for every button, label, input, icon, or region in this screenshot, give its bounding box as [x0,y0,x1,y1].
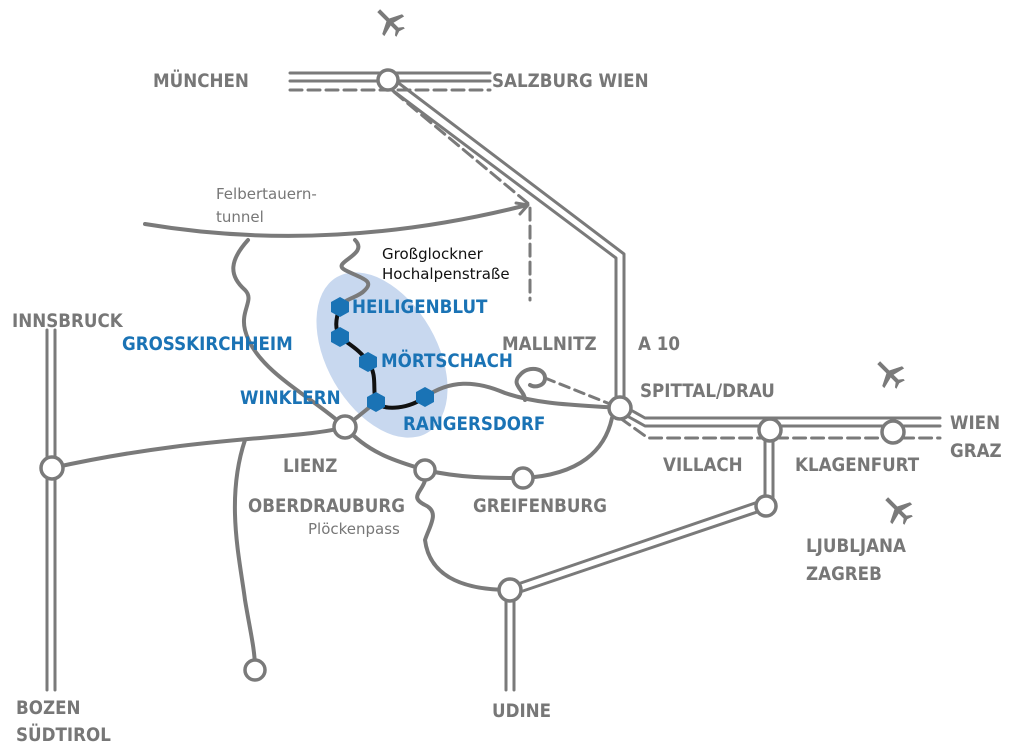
label-muenchen: MÜNCHEN [153,70,249,92]
label-villach: VILLACH [663,454,743,476]
label-felbertauern-1: Felbertauern- [216,185,317,203]
road-mallnitz [514,366,547,402]
label-felbertauern-2: tunnel [216,208,264,226]
motorway-udine [504,428,775,692]
marker-rangersdorf[interactable] [416,387,434,407]
road-drautal [343,416,614,480]
label-klagenfurt: KLAGENFURT [795,454,920,476]
label-moertschach[interactable]: MÖRTSCHACH [381,350,513,372]
label-oberdrauburg: OBERDRAUBURG [248,495,405,517]
road-lienz-west [50,425,347,470]
label-bozen: BOZEN [16,697,81,719]
label-ploeckenpass: Plöckenpass [308,520,400,538]
motorway-a10 [382,76,626,410]
rail-mallnitz-spittal [543,376,622,410]
label-graz: GRAZ [950,440,1002,462]
label-mallnitz: MALLNITZ [502,333,597,355]
node-greifenburg [511,466,535,490]
label-lienz: LIENZ [283,455,338,477]
region-highlight [316,272,448,438]
node-lienz [332,414,358,440]
label-grossglockner-2: Hochalpenstraße [382,265,510,283]
label-innsbruck: INNSBRUCK [12,310,123,332]
road-south [232,438,257,670]
road-grossglockner [338,238,371,309]
road-moelltal [423,381,622,410]
node-south-end [243,658,267,682]
label-winklern[interactable]: WINKLERN [240,387,341,409]
node-oberdrauburg [413,458,437,482]
marker-winklern[interactable] [367,392,385,412]
node-klagenfurt [880,419,906,445]
label-heiligenblut[interactable]: HEILIGENBLUT [352,296,488,318]
arrow-felbertauern [514,201,530,216]
road-west-loop [231,238,347,429]
marker-heiligenblut[interactable] [331,297,349,317]
airplane-icon-munich [377,9,405,37]
label-suedtirol: SÜDTIROL [16,724,111,746]
label-a10: A 10 [638,333,681,355]
label-zagreb: ZAGREB [806,563,882,585]
label-rangersdorf[interactable]: RANGERSDORF [403,413,546,435]
node-muenchen-junction [376,68,400,92]
label-salzburg-wien: SALZBURG WIEN [492,70,649,92]
marker-moertschach[interactable] [359,352,377,372]
label-udine: UDINE [492,700,552,722]
road-felbertauern [143,203,529,238]
motorway-innsbruck-bozen [45,328,57,692]
label-ljubljana: LJUBLJANA [806,535,906,557]
node-udine-junction [497,577,523,603]
label-grossglockner-1: Großglockner [382,245,483,263]
airplane-icon-ljubljana [885,497,913,525]
node-villach-south [754,494,778,518]
node-spittal [607,395,633,421]
marker-grosskirchheim[interactable] [331,327,349,347]
node-villach [757,417,783,443]
label-grosskirchheim[interactable]: GROSSKIRCHHEIM [122,333,293,355]
airplane-icon-klagenfurt [877,361,905,389]
label-greifenburg: GREIFENBURG [473,495,608,517]
road-ploeckenpass [415,468,512,592]
node-innsbruck-junction [39,455,65,481]
label-spittal: SPITTAL/DRAU [640,380,775,402]
label-wien: WIEN [950,412,1001,434]
